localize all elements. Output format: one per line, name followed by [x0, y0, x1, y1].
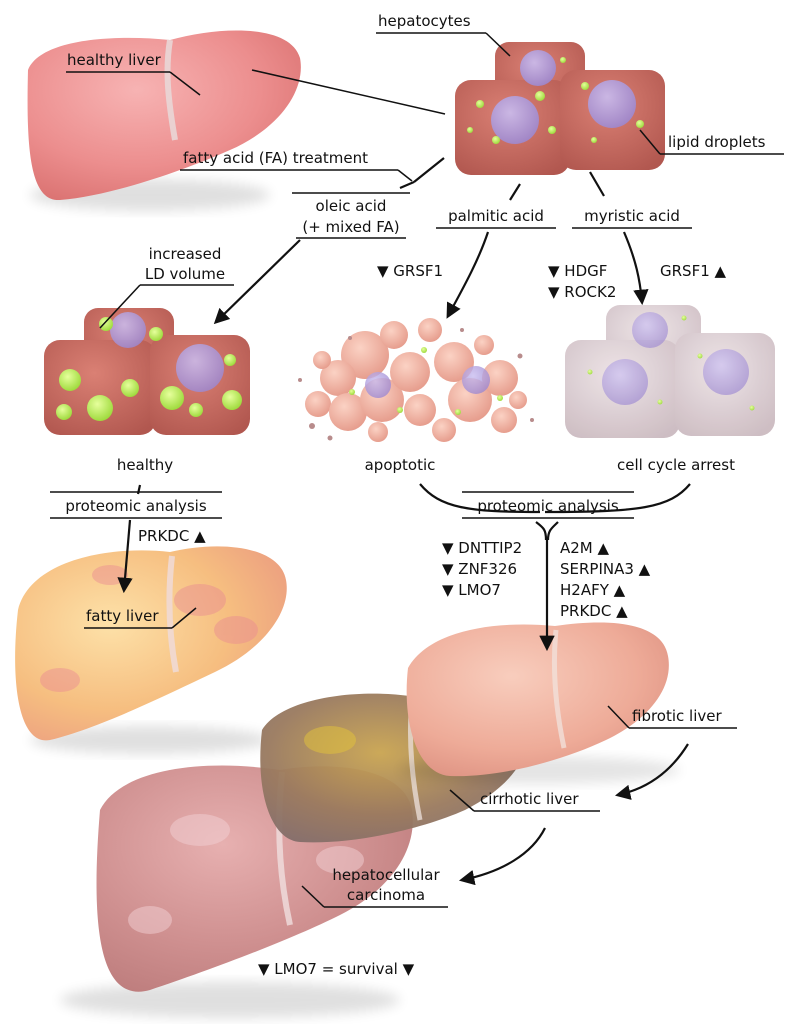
proteomic-analysis-right: proteomic analysis [477, 497, 619, 515]
marker-hdgf-down: ▼ HDGF [548, 262, 608, 280]
combined-down-markers: ▼ DNTTIP2 ▼ ZNF326 ▼ LMO7 [442, 538, 522, 601]
marker-grsf1-up: GRSF1 ▲ [660, 262, 727, 280]
myristic-down-markers: ▼ HDGF ▼ ROCK2 [548, 261, 616, 303]
marker-rock2-down: ▼ ROCK2 [548, 283, 617, 301]
myristic-up-markers: GRSF1 ▲ [660, 261, 726, 282]
oleic-acid-label-line1: oleic acid [315, 197, 387, 215]
marker-a2m-up: A2M ▲ [560, 539, 610, 557]
proteomic-analysis-left: proteomic analysis [65, 497, 207, 515]
marker-h2afy-up: H2AFY ▲ [560, 581, 626, 599]
healthy-liver-label: healthy liver [67, 51, 161, 69]
palmitic-markers: ▼ GRSF1 [377, 261, 443, 282]
fibrotic-liver-label: fibrotic liver [632, 707, 722, 725]
oleic-acid-label-line2: (+ mixed FA) [302, 218, 400, 236]
myristic-acid-label: myristic acid [584, 207, 680, 225]
marker-prkdc-up-left: PRKDC ▲ [138, 527, 206, 545]
fatty-liver-label: fatty liver [86, 607, 159, 625]
fatty-liver-illustration [15, 546, 287, 754]
marker-lmo7-down: ▼ LMO7 [442, 581, 501, 599]
arrest-state-label: cell cycle arrest [617, 456, 735, 474]
marker-grsf1-down: ▼ GRSF1 [377, 262, 444, 280]
leader-lines [66, 32, 784, 908]
healthy-up-markers: PRKDC ▲ [138, 526, 206, 547]
healthy-liver-illustration [27, 30, 301, 211]
apoptotic-cells-illustration [298, 318, 534, 442]
increased-ld-label-line2: LD volume [144, 265, 226, 283]
hcc-label-line2: carcinoma [346, 886, 426, 904]
fibrotic-liver-illustration [400, 622, 680, 784]
hcc-label-line1: hepatocellular [332, 866, 440, 884]
survival-label: ▼ LMO7 = survival ▼ [258, 960, 415, 978]
marker-dnttip2-down: ▼ DNTTIP2 [442, 539, 523, 557]
marker-serpina3-up: SERPINA3 ▲ [560, 560, 651, 578]
marker-prkdc-up-right: PRKDC ▲ [560, 602, 628, 620]
hepatocytes-label: hepatocytes [378, 12, 471, 30]
hepatocytes-illustration [455, 42, 665, 175]
fatty-cells-illustration [44, 308, 250, 435]
healthy-state-label: healthy [116, 456, 174, 474]
arrest-cells-illustration [565, 305, 775, 438]
lipid-droplets-label: lipid droplets [668, 133, 766, 151]
flow-arrows [117, 157, 691, 886]
palmitic-acid-label: palmitic acid [448, 207, 544, 225]
cirrhotic-liver-label: cirrhotic liver [480, 790, 579, 808]
marker-znf326-down: ▼ ZNF326 [442, 560, 518, 578]
increased-ld-label-line1: increased [148, 245, 222, 263]
label-underlines [50, 192, 692, 519]
apoptotic-state-label: apoptotic [364, 456, 436, 474]
combined-up-markers: A2M ▲ SERPINA3 ▲ H2AFY ▲ PRKDC ▲ [560, 538, 650, 622]
fa-treatment-label: fatty acid (FA) treatment [183, 149, 369, 167]
